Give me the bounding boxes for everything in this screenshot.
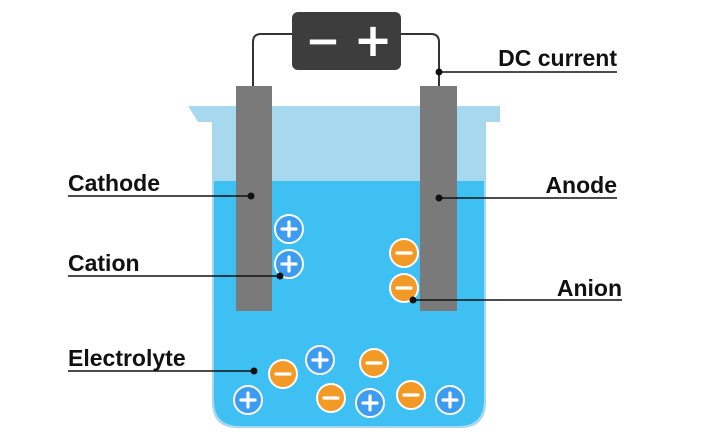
dc-current-leader-dot [435, 68, 443, 76]
cathode-electrode [236, 86, 272, 311]
anion-ion [268, 359, 298, 389]
cation-ion [355, 388, 385, 418]
cation-ion [274, 249, 304, 279]
anion-ion [359, 348, 389, 378]
battery-negative-symbol: − [305, 16, 340, 65]
cation-symbol [239, 391, 257, 409]
cation-ion [233, 385, 263, 415]
electrolyte-leader-dot [250, 367, 258, 375]
dc-current-label: DC current [498, 45, 617, 71]
electrolyte-label: Electrolyte [68, 345, 186, 371]
cation-leader-dot [276, 272, 284, 280]
wire-negative [252, 33, 293, 86]
battery [292, 12, 401, 70]
battery-positive-symbol: + [354, 13, 393, 67]
anion-ion [389, 273, 419, 303]
cathode-label: Cathode [68, 170, 160, 196]
anion-label: Anion [556, 275, 622, 301]
cation-symbol [280, 220, 298, 238]
cation-ion [274, 214, 304, 244]
cation-symbol [441, 391, 459, 409]
cation-label: Cation [68, 250, 140, 276]
wire-positive [400, 33, 440, 86]
cation-symbol [311, 351, 329, 369]
cation-ion [305, 345, 335, 375]
anode-label: Anode [545, 172, 617, 198]
anion-ion [396, 380, 426, 410]
cathode-leader-dot [247, 192, 255, 200]
anode-leader-dot [435, 194, 443, 202]
ions-group [233, 214, 465, 418]
cation-ion [435, 385, 465, 415]
anion-ion [316, 383, 346, 413]
cation-symbol [280, 255, 298, 273]
cation-symbol [361, 394, 379, 412]
anion-ion [389, 238, 419, 268]
anion-leader-dot [409, 296, 417, 304]
